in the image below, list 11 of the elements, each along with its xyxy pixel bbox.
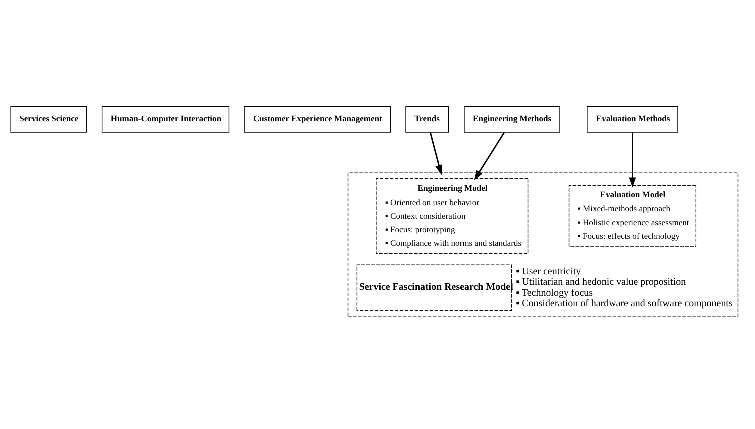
node-box: Customer Experience Management xyxy=(244,106,392,133)
node-box: Services Science xyxy=(10,106,87,133)
arrow xyxy=(430,132,442,176)
node-box: Evaluation Model ▪ Mixed-methods approach ▪ Holistic experience assessment ▪ Focus: effects of technology xyxy=(568,185,697,248)
arrow xyxy=(474,132,506,181)
node-box: Evaluation Methods xyxy=(587,106,678,133)
node-box: Engineering Methods xyxy=(464,106,560,133)
node-box: Trends xyxy=(406,106,450,133)
node-box: Engineering Model ▪ Oriented on user behavior ▪ Context consideration ▪ Focus: prototyping ▪ Compliance with norms and standards xyxy=(376,178,529,254)
arrow xyxy=(629,132,636,188)
node-box: Human-Computer Interaction xyxy=(102,106,230,133)
